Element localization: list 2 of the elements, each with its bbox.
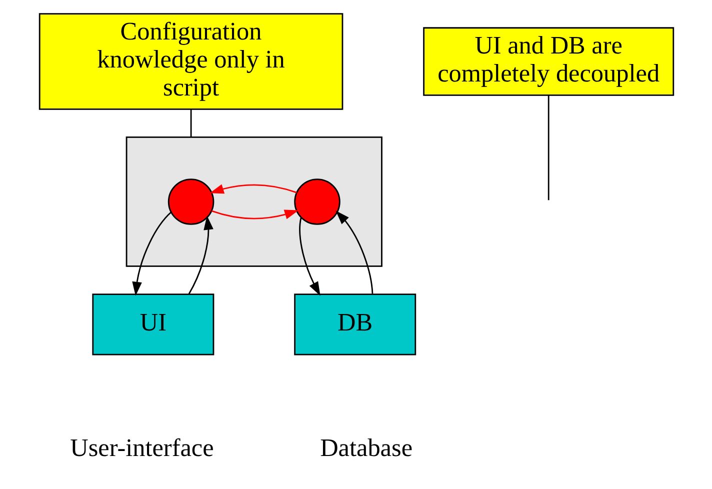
node-label: Database [320, 435, 412, 462]
node-label: User-interface [70, 435, 214, 462]
